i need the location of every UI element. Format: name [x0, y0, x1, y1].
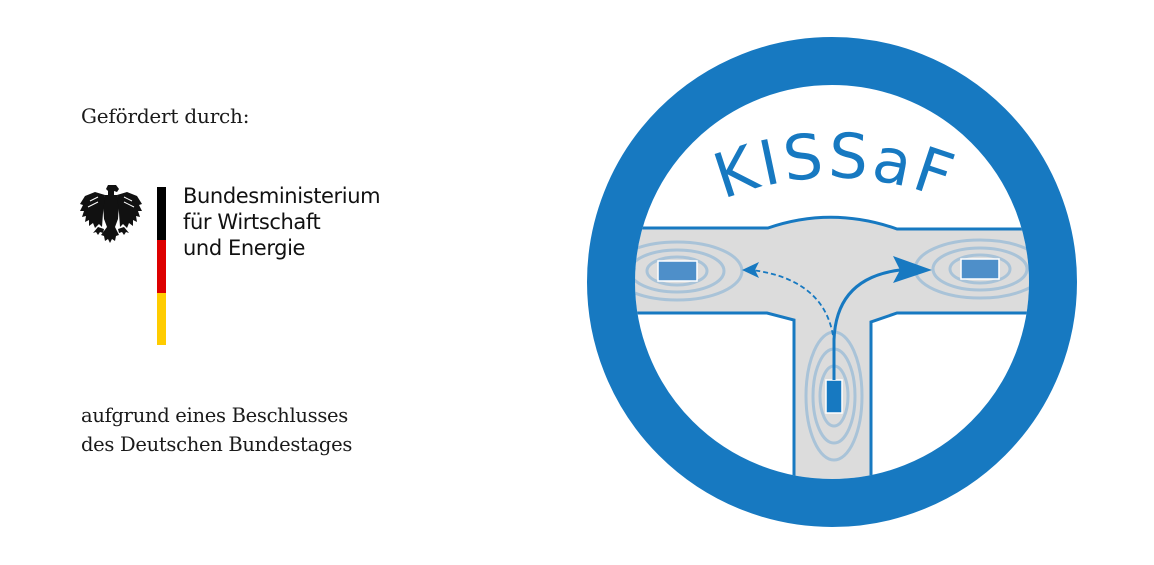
- german-flag-bar: [157, 187, 166, 345]
- t-intersection-road: [635, 215, 1029, 479]
- ministry-line-2: für Wirtschaft: [183, 210, 321, 234]
- right-turn-path: [832, 268, 901, 380]
- left-turn-dashed-path: [751, 269, 835, 344]
- left-car-icon: [657, 260, 698, 282]
- ministry-line-3: und Energie: [183, 236, 306, 260]
- federal-eagle-icon: [80, 185, 142, 243]
- resolution-line-1: aufgrund eines Beschlusses: [81, 404, 348, 427]
- resolution-line-2: des Deutschen Bundestages: [81, 433, 353, 456]
- flag-gold-stripe: [157, 293, 166, 345]
- flag-black-stripe: [157, 187, 166, 240]
- ego-car-icon: [825, 379, 843, 414]
- left-arrowhead-icon: [742, 262, 759, 278]
- flag-red-stripe: [157, 240, 166, 293]
- right-car-icon: [960, 258, 1000, 280]
- funded-by-label: Gefördert durch:: [81, 104, 250, 128]
- steering-wheel-ring: [587, 37, 1077, 527]
- ministry-line-1: Bundesministerium: [183, 184, 381, 208]
- left-sensor-rings: [635, 240, 744, 302]
- right-arrowhead-icon: [893, 256, 932, 283]
- ministry-name: Bundesministerium für Wirtschaft und Ene…: [183, 183, 381, 261]
- bundestag-resolution-text: aufgrund eines Beschlusses des Deutschen…: [81, 401, 352, 459]
